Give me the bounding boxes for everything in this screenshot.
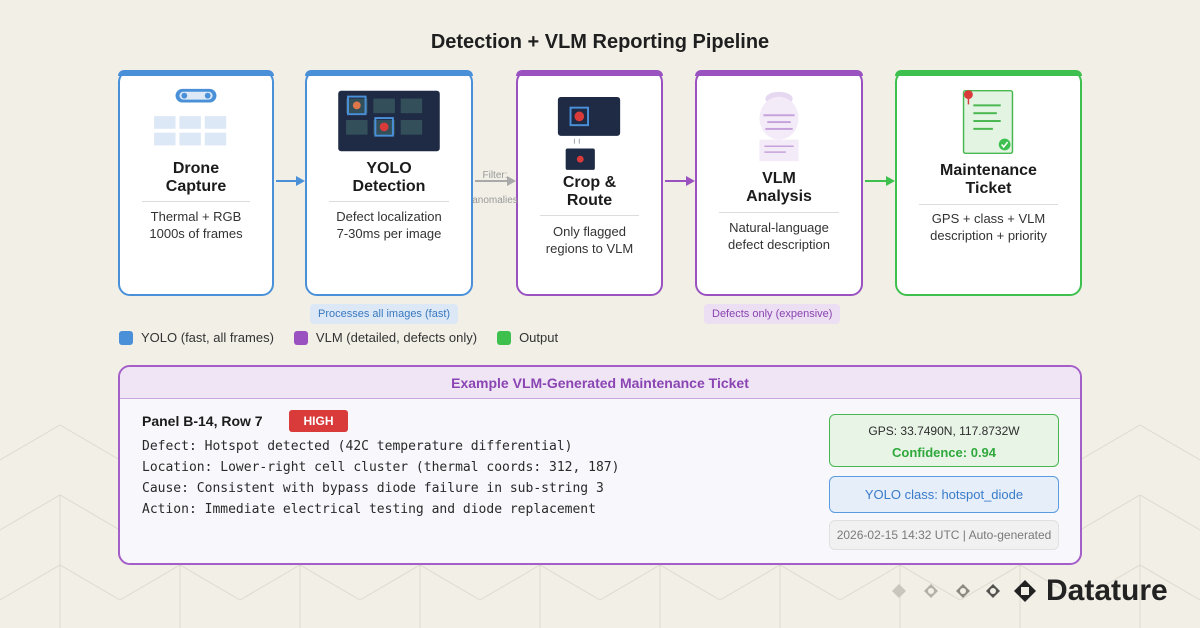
stage-title: Drone Capture [165, 160, 227, 195]
panel-name: Panel B-14, Row 7 [142, 413, 263, 429]
legend-item-vlm: VLM (detailed, defects only) [293, 330, 478, 345]
arrow-right-icon [276, 176, 305, 186]
arrow-right-icon [665, 176, 695, 186]
filter-label: Filter: anomalies [472, 170, 518, 206]
legend-label: YOLO (fast, all frames) [141, 330, 274, 345]
vlm-brain-icon [759, 91, 799, 162]
divider [540, 215, 639, 216]
card-accent-bar [516, 70, 663, 76]
legend-swatch [119, 330, 133, 345]
stage-title: Crop & Route [562, 174, 617, 209]
stage-description: Natural-language defect description [728, 220, 830, 252]
ticket-location-line: Location: Lower-right cell cluster (ther… [142, 460, 620, 475]
yolo-class-box: YOLO class: hotspot_diode [829, 476, 1059, 513]
stage-title: Maintenance Ticket [940, 162, 1037, 197]
stage-card-yolo-detection: YOLO Detection Defect localization 7-30m… [305, 70, 473, 296]
arrow-right-icon [865, 176, 895, 186]
card-accent-bar [305, 70, 473, 76]
yolo-throughput-pill: Processes all images (fast) [310, 304, 459, 324]
stage-description: GPS + class + VLM description + priority [930, 211, 1047, 243]
legend-label: Output [519, 330, 559, 345]
ticket-icon [962, 89, 1014, 155]
stage-card-maintenance-ticket: Maintenance Ticket GPS + class + VLM des… [895, 70, 1082, 296]
gps-coordinates: GPS: 33.7490N, 117.8732W [868, 424, 1020, 438]
detection-grid-icon [338, 90, 440, 152]
card-accent-bar [118, 70, 274, 76]
legend-item-output: Output [497, 330, 558, 345]
card-accent-bar [895, 70, 1082, 76]
brand-wordmark: Datature [1046, 574, 1168, 607]
stage-title: VLM Analysis [746, 170, 812, 205]
legend-swatch [497, 330, 512, 345]
drone-icon [154, 88, 227, 146]
divider [142, 201, 250, 202]
legend-item-yolo: YOLO (fast, all frames) [119, 330, 274, 345]
stage-description: Only flagged regions to VLM [545, 224, 634, 256]
divider [919, 204, 1058, 205]
stage-title: YOLO Detection [352, 160, 426, 195]
page-title: Detection + VLM Reporting Pipeline [430, 31, 770, 53]
example-ticket: Example VLM-Generated Maintenance Ticket… [118, 365, 1082, 565]
ticket-action-line: Action: Immediate electrical testing and… [142, 502, 596, 517]
legend: YOLO (fast, all frames) VLM (detailed, d… [119, 330, 578, 345]
datature-mark-icon [1014, 580, 1036, 602]
datature-logo: Datature [888, 574, 1168, 608]
legend-swatch [293, 330, 308, 345]
ticket-defect-line: Defect: Hotspot detected (42C temperatur… [142, 439, 573, 454]
confidence-score: Confidence: 0.94 [891, 445, 997, 460]
priority-badge: HIGH [289, 410, 348, 432]
legend-label: VLM (detailed, defects only) [315, 330, 478, 345]
vlm-throughput-pill: Defects only (expensive) [704, 304, 841, 324]
crop-icon [557, 96, 621, 170]
timestamp-box: 2026-02-15 14:32 UTC | Auto-generated [829, 520, 1059, 550]
stage-card-crop-route: Crop & Route Only flagged regions to VLM [516, 70, 663, 296]
stage-description: Defect localization 7-30ms per image [336, 209, 442, 241]
card-accent-bar [695, 70, 863, 76]
divider [719, 212, 839, 213]
brand-mark-icon [892, 584, 1000, 598]
ticket-cause-line: Cause: Consistent with bypass diode fail… [142, 481, 604, 496]
ticket-header: Example VLM-Generated Maintenance Ticket [120, 367, 1080, 399]
stage-description: Thermal + RGB 1000s of frames [149, 209, 243, 241]
gps-confidence-box: GPS: 33.7490N, 117.8732W Confidence: 0.9… [829, 414, 1059, 467]
stage-card-vlm-analysis: VLM Analysis Natural-language defect des… [695, 70, 863, 296]
divider [329, 201, 449, 202]
arrow-right-icon [475, 176, 516, 186]
stage-card-drone-capture: Drone Capture Thermal + RGB 1000s of fra… [118, 70, 274, 296]
